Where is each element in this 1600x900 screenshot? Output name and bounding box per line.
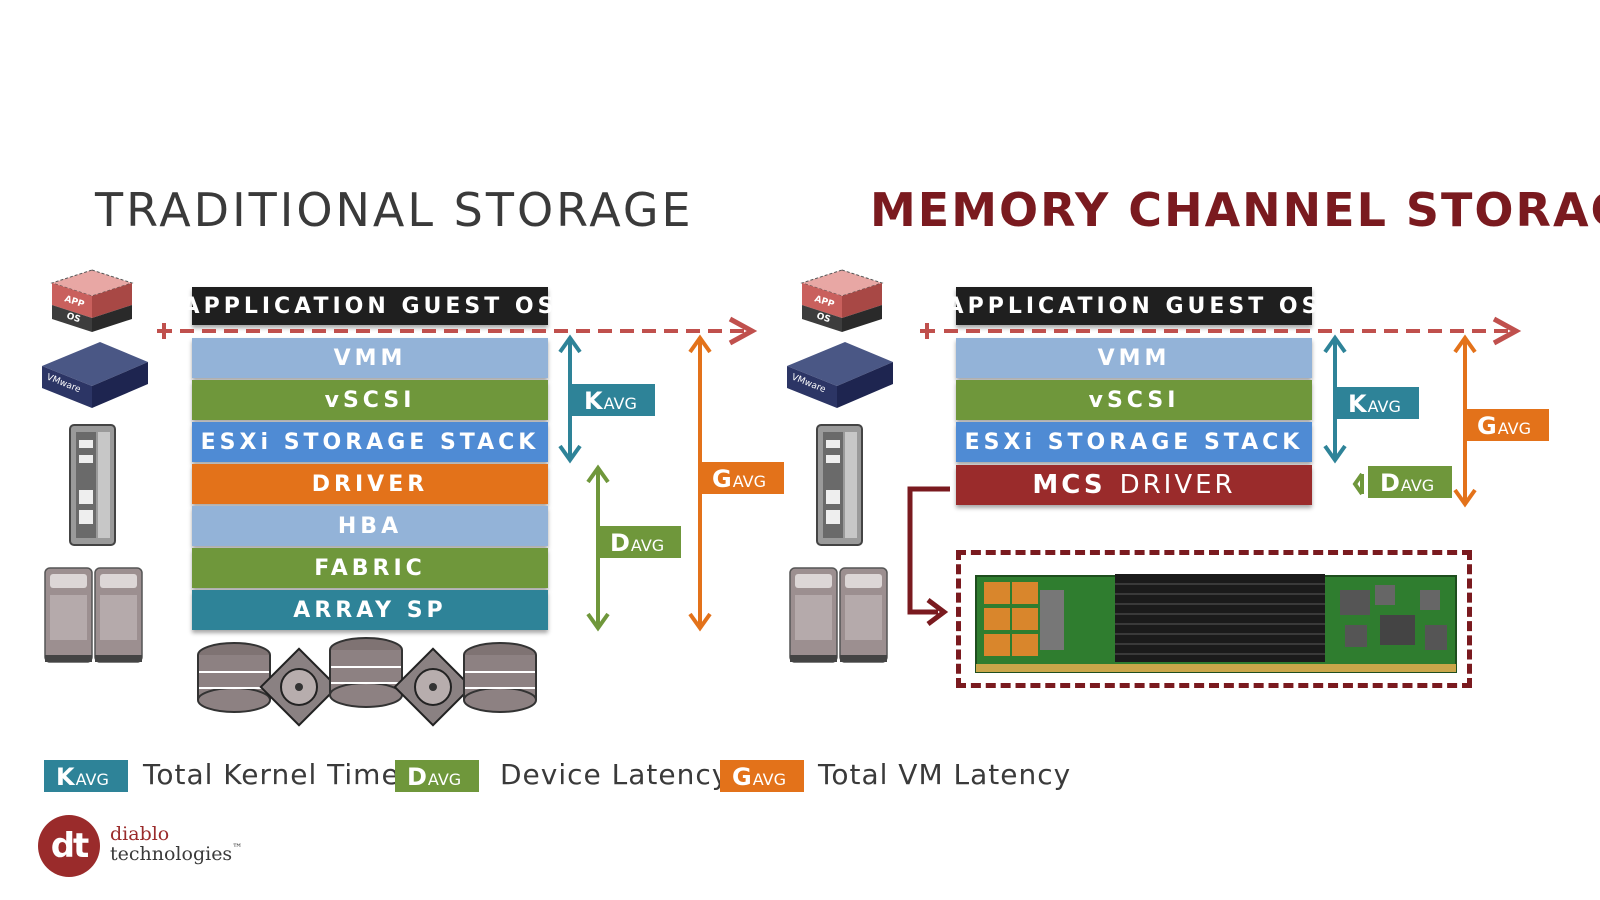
app-os-cube-icon: APP OS: [800, 269, 884, 332]
vmware-box-icon: VMware: [42, 342, 148, 408]
app-os-cube-icon: APP OS: [50, 269, 134, 332]
left-layer-esxi-storage-stack: ESXi STORAGE STACK: [192, 422, 548, 462]
left-kavg-arrow: [558, 334, 582, 464]
left-layer-hba: HBA: [192, 506, 548, 546]
left-layer-vmm: VMM: [192, 338, 548, 378]
dt-logo-mark-icon: dt: [38, 815, 100, 877]
right-layer-vmm: VMM: [956, 338, 1312, 378]
right-kavg-arrow: [1323, 334, 1347, 464]
legend-davg-text: Device Latency: [500, 758, 730, 791]
left-layer-fabric: FABRIC: [192, 548, 548, 588]
left-layer-driver: DRIVER: [192, 464, 548, 504]
right-app-guest-os-bar: APPLICATION GUEST OS: [947, 287, 1317, 325]
svg-text:OS: OS: [815, 311, 832, 325]
tower-servers-icon: [44, 567, 143, 663]
right-flow-line: [920, 316, 1522, 346]
left-flow-line: [157, 316, 758, 346]
traditional-storage-title: TRADITIONAL STORAGE: [95, 183, 694, 237]
blade-server-icon: [69, 424, 116, 546]
database-cylinder-icon: [197, 642, 271, 713]
driver-label: DRIVER: [1119, 470, 1236, 500]
right-layer-vscsi: vSCSI: [956, 380, 1312, 420]
logo-line2: technologies™: [110, 843, 243, 865]
mcs-to-module-arrow: [907, 486, 950, 626]
blade-server-icon: [816, 424, 863, 546]
left-layer-array-sp: ARRAY SP: [192, 590, 548, 630]
diablo-logo: dt diablo technologies™: [38, 815, 242, 880]
legend-kavg-text: Total Kernel Time: [143, 758, 400, 791]
right-layer-esxi-storage-stack: ESXi STORAGE STACK: [956, 422, 1312, 462]
hard-disk-icon: [393, 647, 473, 727]
database-cylinder-icon: [329, 637, 403, 708]
hard-disk-icon: [259, 647, 339, 727]
svg-text:OS: OS: [65, 311, 82, 325]
left-layer-vscsi: vSCSI: [192, 380, 548, 420]
memory-channel-storage-title: MEMORY CHANNEL STORAGE: [870, 183, 1600, 237]
right-davg-arrow: [1352, 472, 1364, 496]
right-layer-mcs-driver: MCS DRIVER: [956, 465, 1312, 505]
memory-module-dashed-frame: [956, 550, 1472, 688]
database-cylinder-icon: [463, 642, 537, 713]
legend-gavg-text: Total VM Latency: [818, 758, 1072, 791]
logo-line1: diablo: [110, 823, 170, 845]
tower-servers-icon: [789, 567, 888, 663]
vmware-box-icon: VMware: [787, 342, 893, 408]
left-app-guest-os-bar: APPLICATION GUEST OS: [183, 287, 553, 325]
mcs-label: MCS: [1032, 470, 1106, 500]
